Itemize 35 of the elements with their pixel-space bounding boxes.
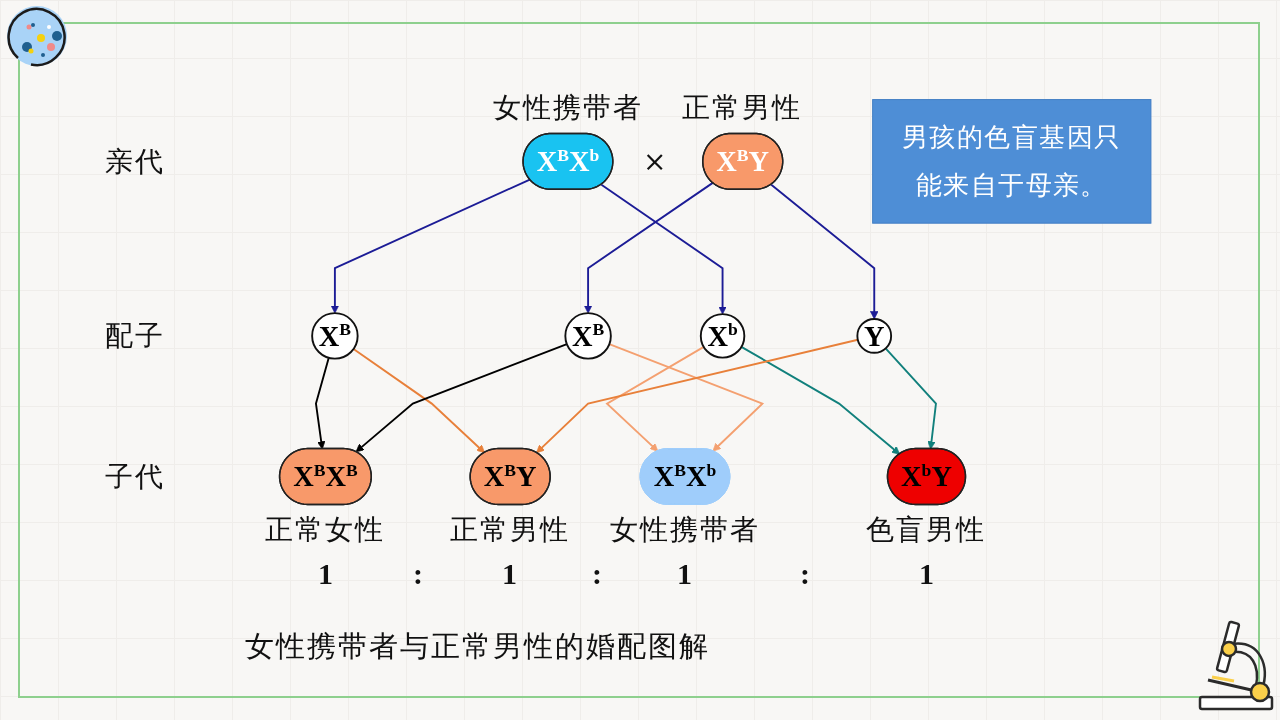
phenotype-label: 正常男性	[682, 90, 802, 125]
phenotype-label: 女性携带者	[493, 90, 643, 125]
ratio-number: 1	[318, 556, 333, 592]
generation-label: 亲代	[105, 144, 165, 179]
phenotype-label: 女性携带者	[610, 512, 760, 547]
arrow	[600, 183, 727, 315]
arrow	[605, 345, 705, 452]
arrow	[314, 356, 330, 450]
node-box: 男孩的色盲基因只能来自于母亲。	[871, 99, 1152, 224]
phenotype-label: 正常女性	[265, 512, 385, 547]
ratio-separator: :	[413, 556, 423, 592]
arrow	[330, 178, 531, 314]
ratio-separator: :	[592, 556, 602, 592]
arrow	[535, 338, 859, 454]
phenotype-label: 色盲男性	[866, 512, 986, 547]
caption: 女性携带者与正常男性的婚配图解	[245, 628, 710, 665]
ratio-number: 1	[502, 556, 517, 592]
node-circle: X$^{B}$	[564, 312, 612, 360]
generation-label: 配子	[105, 318, 165, 353]
cross-sign: ×	[643, 144, 669, 179]
node-circle: X$^{B}$	[310, 312, 359, 360]
arrow	[884, 347, 937, 450]
ratio-number: 1	[677, 556, 692, 592]
arrow	[355, 343, 568, 453]
arrow	[583, 181, 714, 314]
node-circle: Y	[856, 318, 892, 354]
arrow	[770, 183, 879, 320]
phenotype-label: 正常男性	[450, 512, 570, 547]
arrow	[352, 348, 485, 454]
generation-label: 子代	[105, 459, 165, 494]
ratio-separator: :	[800, 556, 810, 592]
node-circle: X$^{b}$	[699, 313, 746, 359]
ratio-number: 1	[919, 556, 934, 592]
arrow	[740, 345, 900, 455]
arrow	[608, 343, 764, 452]
